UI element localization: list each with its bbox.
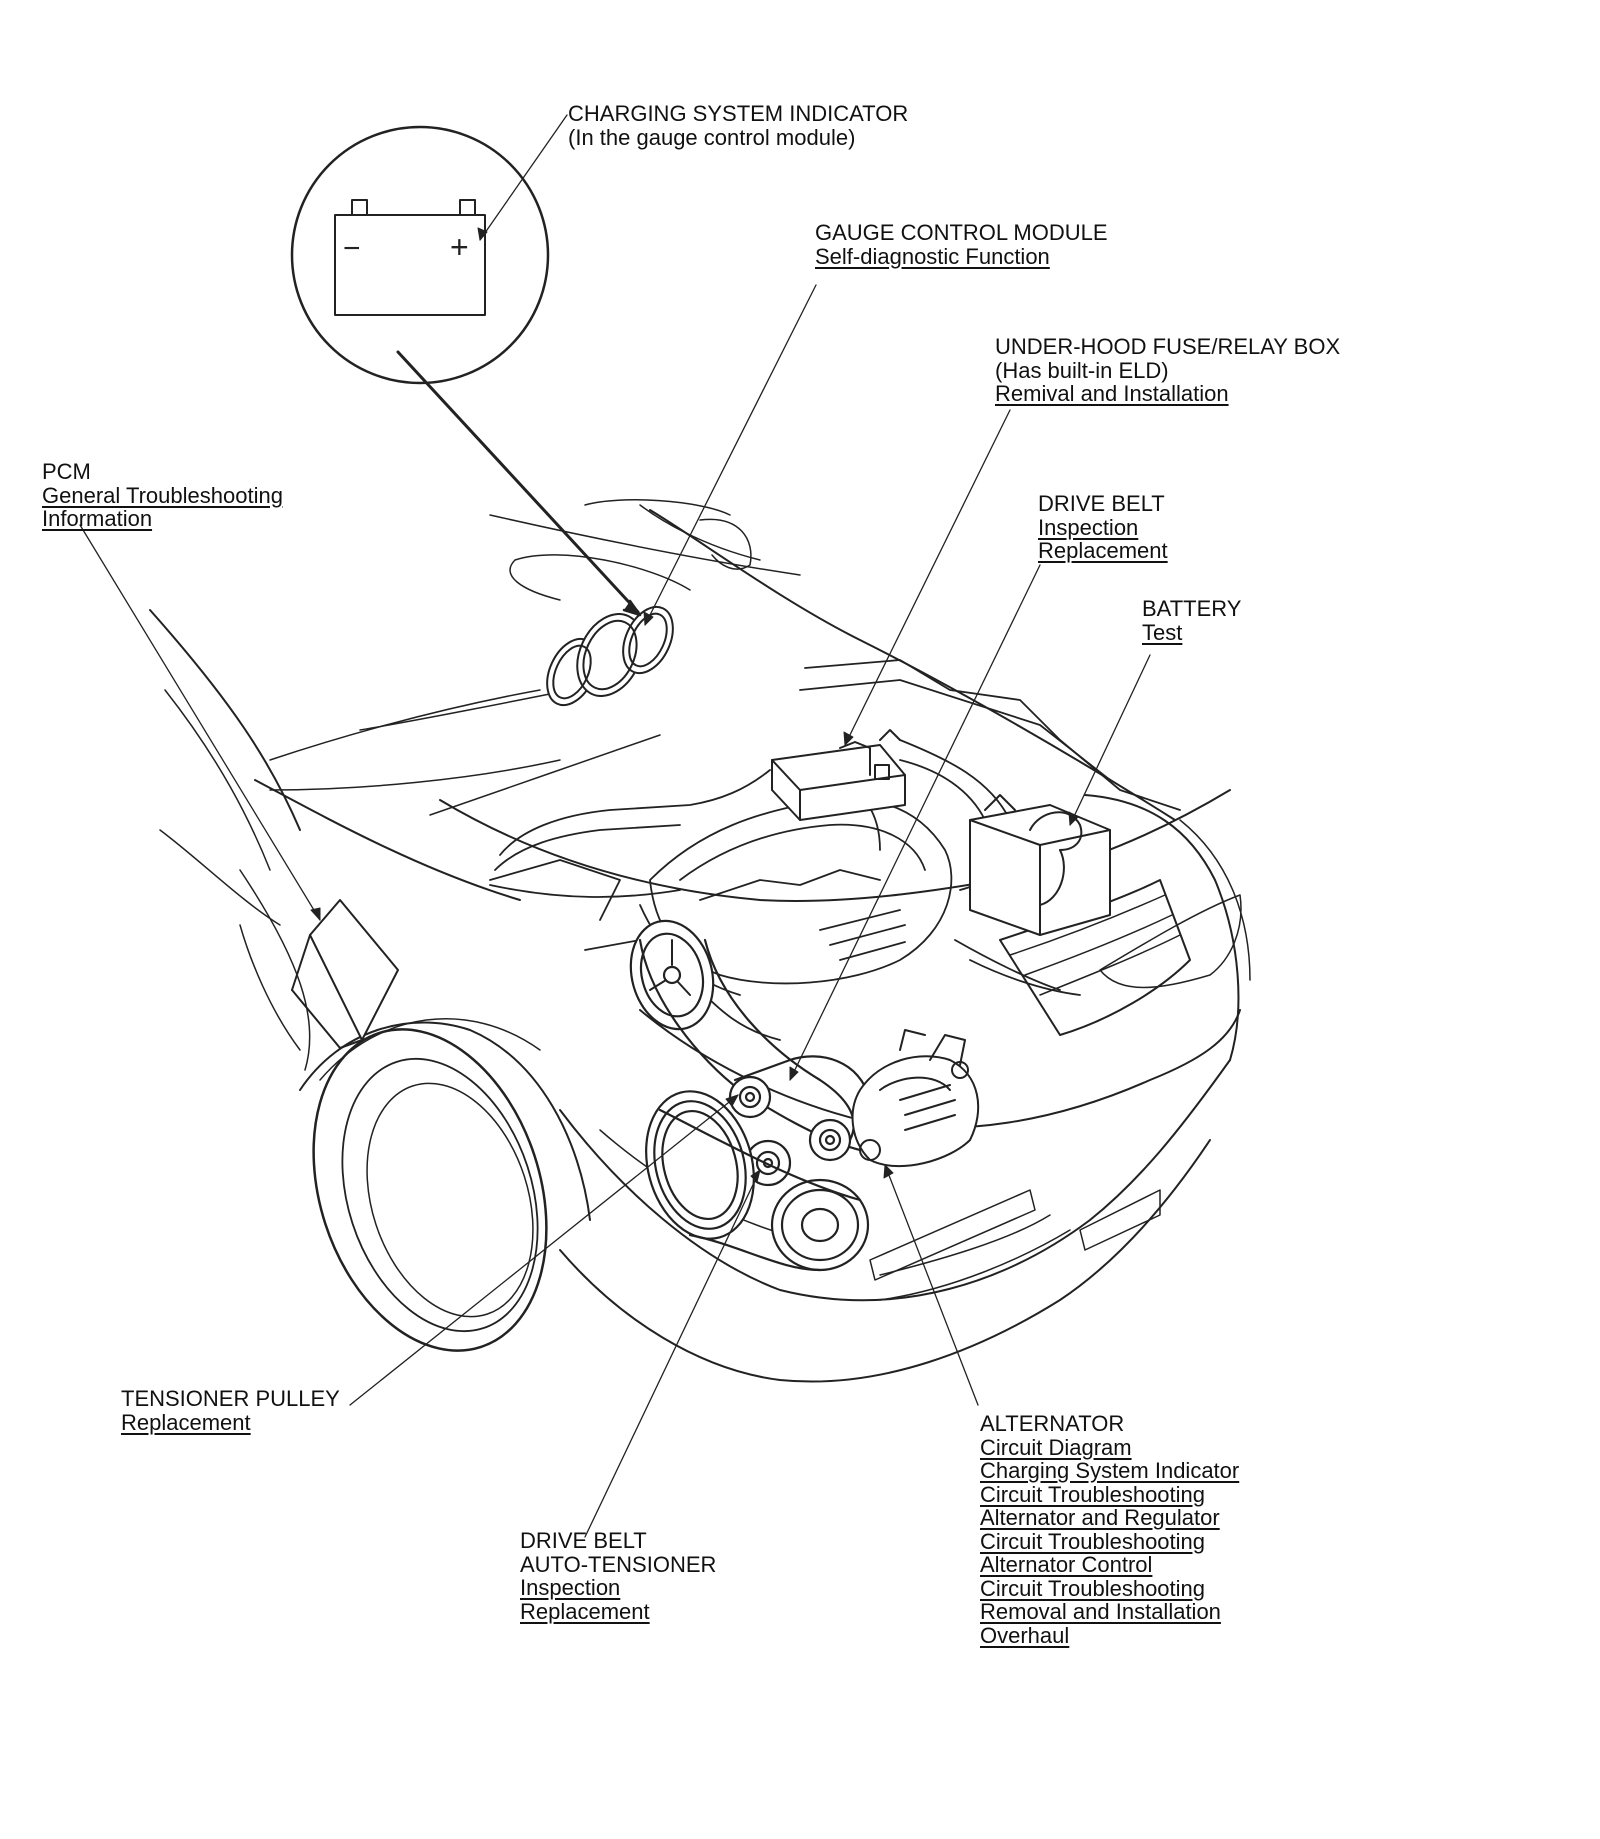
callout-drive-belt-auto-tensioner: DRIVE BELT AUTO-TENSIONER Inspection Rep… [520,1529,716,1623]
battery-negative-symbol: − [343,232,361,265]
front-wheel [299,1018,591,1352]
battery-positive-symbol: + [450,229,469,265]
drive-belt-assembly [629,919,872,1272]
link-circuit-diagram[interactable]: Circuit Diagram [980,1434,1132,1460]
link-overhaul[interactable]: Overhaul [980,1622,1070,1648]
link-circuit-troubleshooting[interactable]: Circuit Troubleshooting [980,1481,1206,1507]
callout-title: DRIVE BELT [1038,491,1165,516]
callout-title: DRIVE BELT [520,1528,647,1553]
callout-title: PCM [42,459,91,484]
link-replacement[interactable]: Replacement [121,1409,251,1435]
link-alternator-and-regulator[interactable]: Alternator and Regulator [980,1505,1220,1530]
link-removal-and-installation[interactable]: Remival and Installation [995,381,1229,406]
callout-gauge-control-module: GAUGE CONTROL MODULE Self-diagnostic Fun… [815,221,1108,268]
link-self-diagnostic-function[interactable]: Self-diagnostic Function [815,243,1050,269]
callout-title: BATTERY [1142,596,1242,621]
arrowheads [310,227,1079,1183]
link-information[interactable]: Information [42,506,153,531]
callout-title: UNDER-HOOD FUSE/RELAY BOX [995,334,1341,359]
callout-pcm: PCM General Troubleshooting Information [42,460,283,531]
callout-title: CHARGING SYSTEM INDICATOR [568,101,909,126]
callout-subtitle: (In the gauge control module) [568,124,856,150]
fuse-relay-box [771,729,906,821]
callout-battery: BATTERY Test [1142,597,1241,644]
pcm-module [291,899,399,1049]
link-inspection[interactable]: Inspection [1038,514,1139,540]
callout-under-hood-fuse-relay-box: UNDER-HOOD FUSE/RELAY BOX (Has built-in … [995,335,1340,406]
link-removal-and-installation[interactable]: Removal and Installation [980,1599,1221,1624]
leader-lines [79,114,1151,1538]
battery-unit [969,794,1111,936]
callout-title: AUTO-TENSIONER [520,1551,717,1577]
callout-title: ALTERNATOR [980,1411,1125,1436]
link-alternator-control[interactable]: Alternator Control [980,1552,1153,1577]
callout-alternator: ALTERNATOR Circuit Diagram Charging Syst… [980,1412,1239,1647]
alternator-unit [851,1029,980,1168]
link-replacement[interactable]: Replacement [1038,538,1168,563]
callout-title: GAUGE CONTROL MODULE [815,220,1108,245]
callout-subtitle: (Has built-in ELD) [995,357,1169,383]
gauge-cluster [546,605,674,707]
link-inspection[interactable]: Inspection [520,1575,621,1600]
link-replacement[interactable]: Replacement [520,1598,650,1624]
callout-title: TENSIONER PULLEY [121,1386,340,1411]
link-general-troubleshooting[interactable]: General Troubleshooting [42,482,283,508]
link-charging-system-indicator[interactable]: Charging System Indicator [980,1458,1240,1483]
link-circuit-troubleshooting[interactable]: Circuit Troubleshooting [980,1528,1206,1554]
link-test[interactable]: Test [1142,619,1183,645]
callout-tensioner-pulley: TENSIONER PULLEY Replacement [121,1387,340,1434]
link-circuit-troubleshooting[interactable]: Circuit Troubleshooting [980,1575,1206,1601]
callout-charging-system-indicator: CHARGING SYSTEM INDICATOR (In the gauge … [568,102,908,149]
charging-indicator-magnifier [290,125,642,617]
callout-drive-belt: DRIVE BELT Inspection Replacement [1038,492,1168,563]
